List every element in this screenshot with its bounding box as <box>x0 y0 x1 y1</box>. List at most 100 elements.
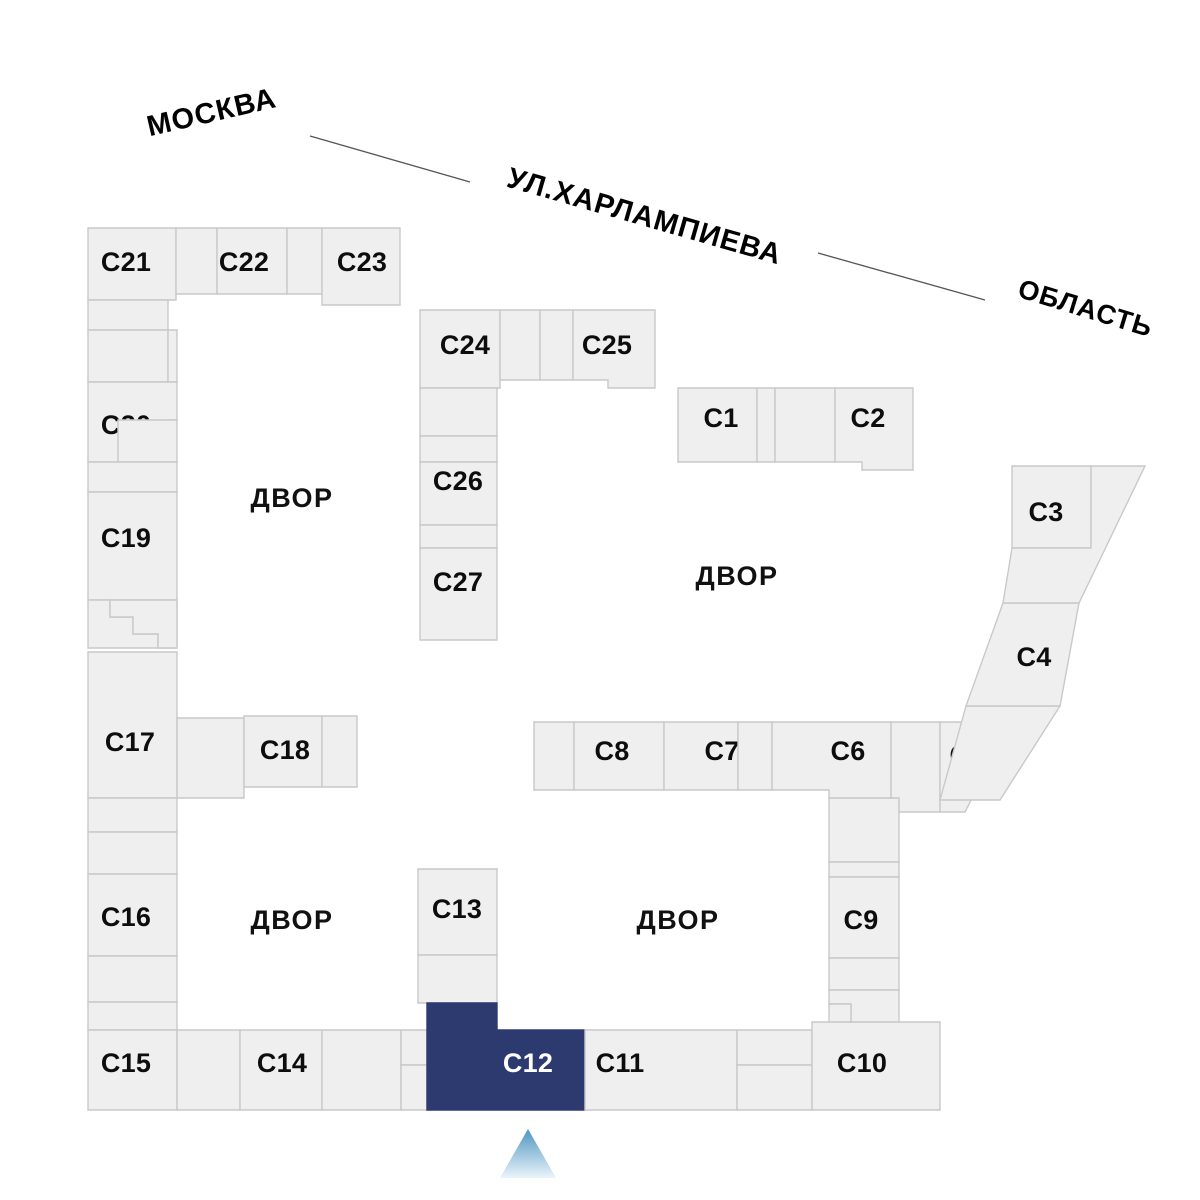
building-s7b[interactable] <box>737 721 773 791</box>
building-shape-s1b[interactable] <box>756 387 776 463</box>
building-s11[interactable]: С11 <box>584 1029 738 1111</box>
building-shape-s6b[interactable] <box>890 721 941 813</box>
building-s15[interactable]: С15 <box>87 1029 178 1111</box>
building-shape-s9-n1[interactable] <box>828 797 900 863</box>
building-s1b[interactable] <box>756 387 776 463</box>
building-s26b[interactable] <box>419 524 498 549</box>
building-s20-n1[interactable] <box>87 299 169 331</box>
building-s8a[interactable] <box>533 721 575 791</box>
building-s18[interactable]: С18 <box>243 715 323 788</box>
building-s14b[interactable] <box>321 1029 402 1111</box>
building-s9-s1[interactable] <box>828 957 900 991</box>
building-s3[interactable]: С3 <box>1011 465 1092 549</box>
building-shape-s25[interactable] <box>572 309 656 389</box>
building-s11b-a[interactable] <box>736 1029 813 1066</box>
building-s9-n1[interactable] <box>828 797 900 863</box>
building-shape-s17[interactable] <box>87 651 178 799</box>
building-s17[interactable]: С17 <box>87 651 178 799</box>
building-shape-s11b-a[interactable] <box>736 1029 813 1066</box>
building-s8[interactable]: С8 <box>573 721 665 791</box>
building-shape-s20b[interactable] <box>117 419 178 463</box>
building-s26-m[interactable] <box>419 435 498 463</box>
building-shape-s7b[interactable] <box>737 721 773 791</box>
building-s20c[interactable] <box>87 461 178 493</box>
building-s18b[interactable] <box>321 715 358 788</box>
building-shape-s13c-a[interactable] <box>400 1029 428 1066</box>
building-shape-s9-n2[interactable] <box>828 861 900 878</box>
building-s16[interactable]: С16 <box>87 873 178 957</box>
building-shape-s22b[interactable] <box>286 227 323 295</box>
building-shape-s27[interactable] <box>419 547 498 641</box>
building-s13c-b[interactable] <box>400 1064 428 1111</box>
building-s20-n3[interactable] <box>167 329 178 383</box>
building-s21b[interactable] <box>175 227 218 295</box>
building-shape-s24[interactable] <box>419 309 501 389</box>
building-shape-s16-n2[interactable] <box>87 831 178 875</box>
building-s7[interactable]: С7 <box>663 721 739 791</box>
building-shape-s24b[interactable] <box>499 309 541 381</box>
building-shape-s17b[interactable] <box>176 717 245 799</box>
building-shape-s2[interactable] <box>834 387 914 471</box>
building-s16-s2[interactable] <box>87 1001 178 1031</box>
building-s17b[interactable] <box>176 717 245 799</box>
building-s24b[interactable] <box>499 309 541 381</box>
building-s26-n[interactable] <box>419 387 498 437</box>
building-shape-s9-s1[interactable] <box>828 957 900 991</box>
building-s20-n2[interactable] <box>87 329 169 383</box>
building-s3b[interactable] <box>1002 465 1147 604</box>
building-s15b[interactable] <box>176 1029 241 1111</box>
building-s27[interactable]: С27 <box>419 547 498 641</box>
building-s19-step[interactable] <box>109 599 178 649</box>
building-s6b[interactable] <box>890 721 941 813</box>
building-s2[interactable]: С2 <box>834 387 914 471</box>
buildings-group[interactable]: С21С22С23С20С19С17С18С16С15С14С13С12С11С… <box>87 227 1147 1111</box>
building-shape-s13c-b[interactable] <box>400 1064 428 1111</box>
building-s14[interactable]: С14 <box>239 1029 323 1111</box>
building-shape-s26-m[interactable] <box>419 435 498 463</box>
building-s6[interactable]: С6 <box>771 721 892 799</box>
building-s9-s3[interactable] <box>828 1003 852 1023</box>
building-shape-s20-n3[interactable] <box>167 329 178 383</box>
building-shape-s20-n1[interactable] <box>87 299 169 331</box>
building-s9[interactable]: С9 <box>828 876 900 959</box>
building-s24[interactable]: С24 <box>419 309 501 389</box>
building-shape-s3b[interactable] <box>1002 465 1147 604</box>
building-shape-s26-n[interactable] <box>419 387 498 437</box>
building-shape-s16-s1[interactable] <box>87 955 178 1003</box>
building-s12[interactable]: С12 <box>426 1002 586 1111</box>
building-shape-s16-n1[interactable] <box>87 797 178 833</box>
building-shape-s24c[interactable] <box>539 309 574 381</box>
building-shape-s9-s3[interactable] <box>828 1003 852 1023</box>
building-s25[interactable]: С25 <box>572 309 656 389</box>
building-s24c[interactable] <box>539 309 574 381</box>
building-shape-s14b[interactable] <box>321 1029 402 1111</box>
building-s4[interactable]: С4 <box>965 602 1080 707</box>
building-shape-s18b[interactable] <box>321 715 358 788</box>
building-s22[interactable]: С22 <box>216 227 288 295</box>
building-s16-s1[interactable] <box>87 955 178 1003</box>
building-shape-s23[interactable] <box>321 227 401 306</box>
building-s26[interactable]: С26 <box>419 461 498 526</box>
building-shape-s21[interactable] <box>87 227 177 301</box>
building-shape-s1c[interactable] <box>774 387 836 463</box>
building-shape-s13b[interactable] <box>417 954 498 1004</box>
location-marker-group[interactable] <box>500 1129 556 1178</box>
building-s16-n1[interactable] <box>87 797 178 833</box>
building-s13c-a[interactable] <box>400 1029 428 1066</box>
building-shape-s26b[interactable] <box>419 524 498 549</box>
building-s23[interactable]: С23 <box>321 227 401 306</box>
building-s13[interactable]: С13 <box>417 868 498 956</box>
building-s1[interactable]: С1 <box>677 387 758 463</box>
building-s16-n2[interactable] <box>87 831 178 875</box>
building-s20b[interactable] <box>117 419 178 463</box>
building-s22b[interactable] <box>286 227 323 295</box>
building-shape-s8a[interactable] <box>533 721 575 791</box>
building-shape-s11b-b[interactable] <box>736 1064 813 1111</box>
building-s11b-b[interactable] <box>736 1064 813 1111</box>
building-shape-s20-n2[interactable] <box>87 329 169 383</box>
building-shape-s19-step[interactable] <box>109 599 178 649</box>
building-s21[interactable]: С21 <box>87 227 177 301</box>
building-s1c[interactable] <box>774 387 836 463</box>
building-shape-s21b[interactable] <box>175 227 218 295</box>
